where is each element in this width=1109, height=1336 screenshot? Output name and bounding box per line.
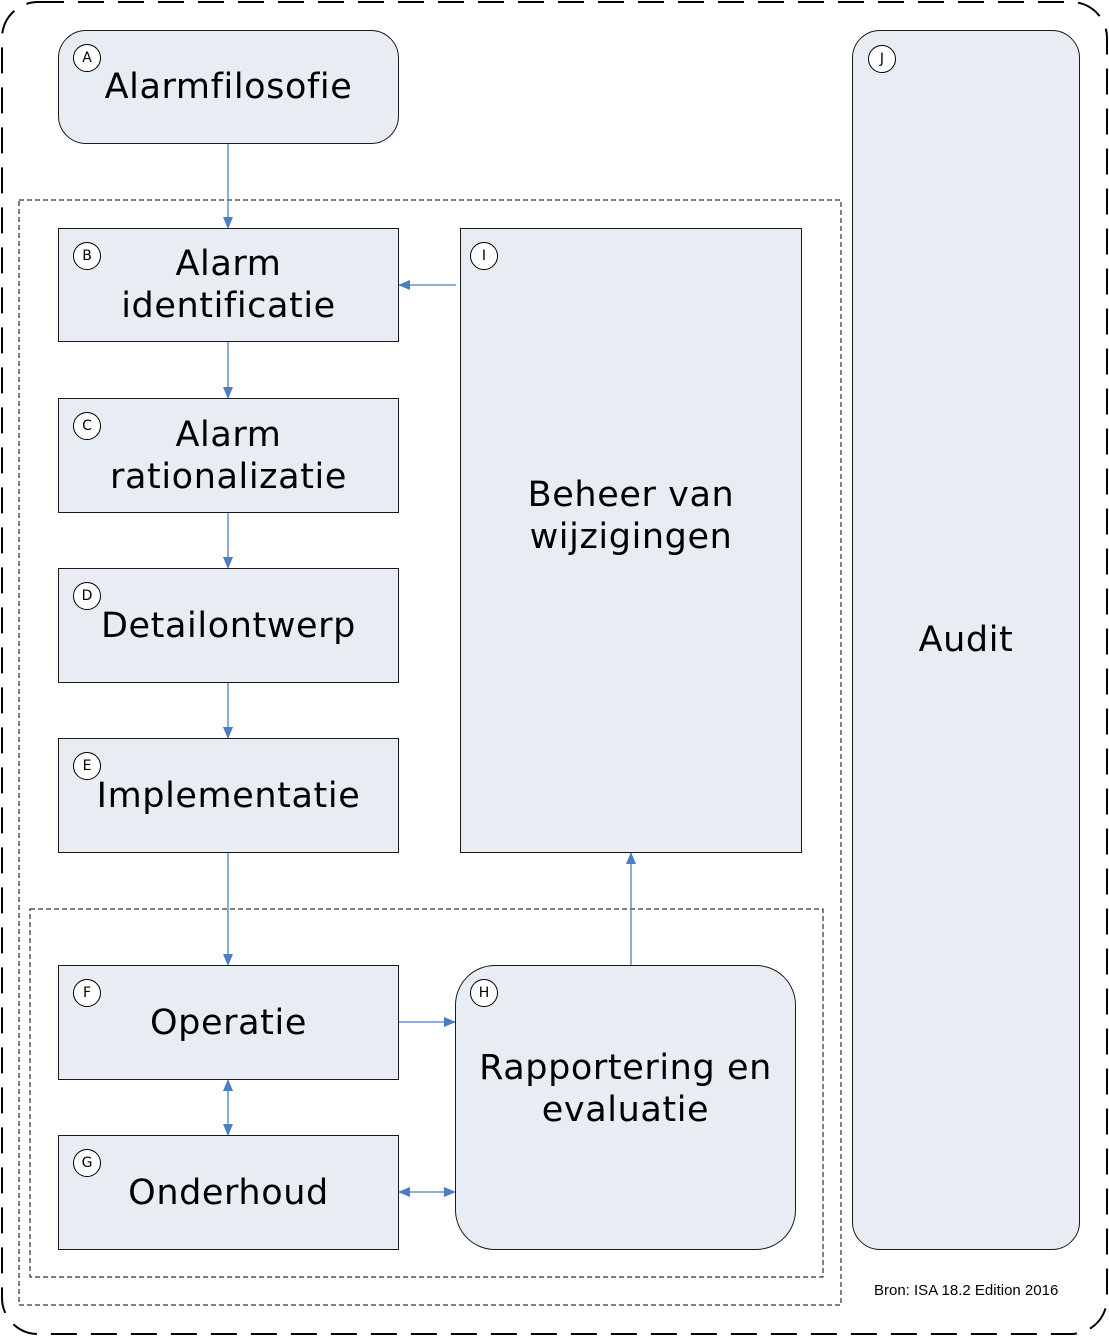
node-badge: B xyxy=(73,242,101,270)
node-label: Alarmfilosofie xyxy=(104,67,353,107)
node-alarm-rationalizatie: Alarm rationalizatie xyxy=(58,398,399,513)
node-operatie: Operatie xyxy=(58,965,399,1080)
node-badge: D xyxy=(73,582,101,610)
node-alarmfilosofie: Alarmfilosofie xyxy=(58,30,399,144)
node-badge: H xyxy=(470,979,498,1007)
source-note: Bron: ISA 18.2 Edition 2016 xyxy=(874,1282,1059,1299)
node-alarm-identificatie: Alarm identificatie xyxy=(58,228,399,342)
node-label: Operatie xyxy=(150,1002,307,1043)
node-label: Alarm identificatie xyxy=(121,244,336,326)
node-badge: A xyxy=(73,44,101,72)
node-badge: J xyxy=(868,45,896,73)
node-label: Onderhoud xyxy=(128,1172,329,1213)
node-label: Audit xyxy=(918,620,1014,660)
node-beheer-van-wijzigingen: Beheer van wijzigingen xyxy=(460,228,802,853)
node-badge: C xyxy=(73,412,101,440)
lifecycle-frame xyxy=(18,199,842,1306)
node-badge: I xyxy=(470,242,498,270)
node-badge: E xyxy=(73,752,101,780)
node-label: Rapportering en evaluatie xyxy=(479,1048,772,1130)
node-detailontwerp: Detailontwerp xyxy=(58,568,399,683)
node-label: Beheer van wijzigingen xyxy=(527,474,735,557)
node-label: Detailontwerp xyxy=(101,605,356,646)
node-onderhoud: Onderhoud xyxy=(58,1135,399,1250)
node-audit: Audit xyxy=(852,30,1080,1250)
node-label: Implementatie xyxy=(96,775,361,816)
node-implementatie: Implementatie xyxy=(58,738,399,853)
node-rapportering-en-evaluatie: Rapportering en evaluatie xyxy=(455,965,796,1250)
node-badge: F xyxy=(73,979,101,1007)
monitoring-frame xyxy=(29,908,824,1278)
node-label: Alarm rationalizatie xyxy=(110,414,347,497)
node-badge: G xyxy=(73,1149,101,1177)
